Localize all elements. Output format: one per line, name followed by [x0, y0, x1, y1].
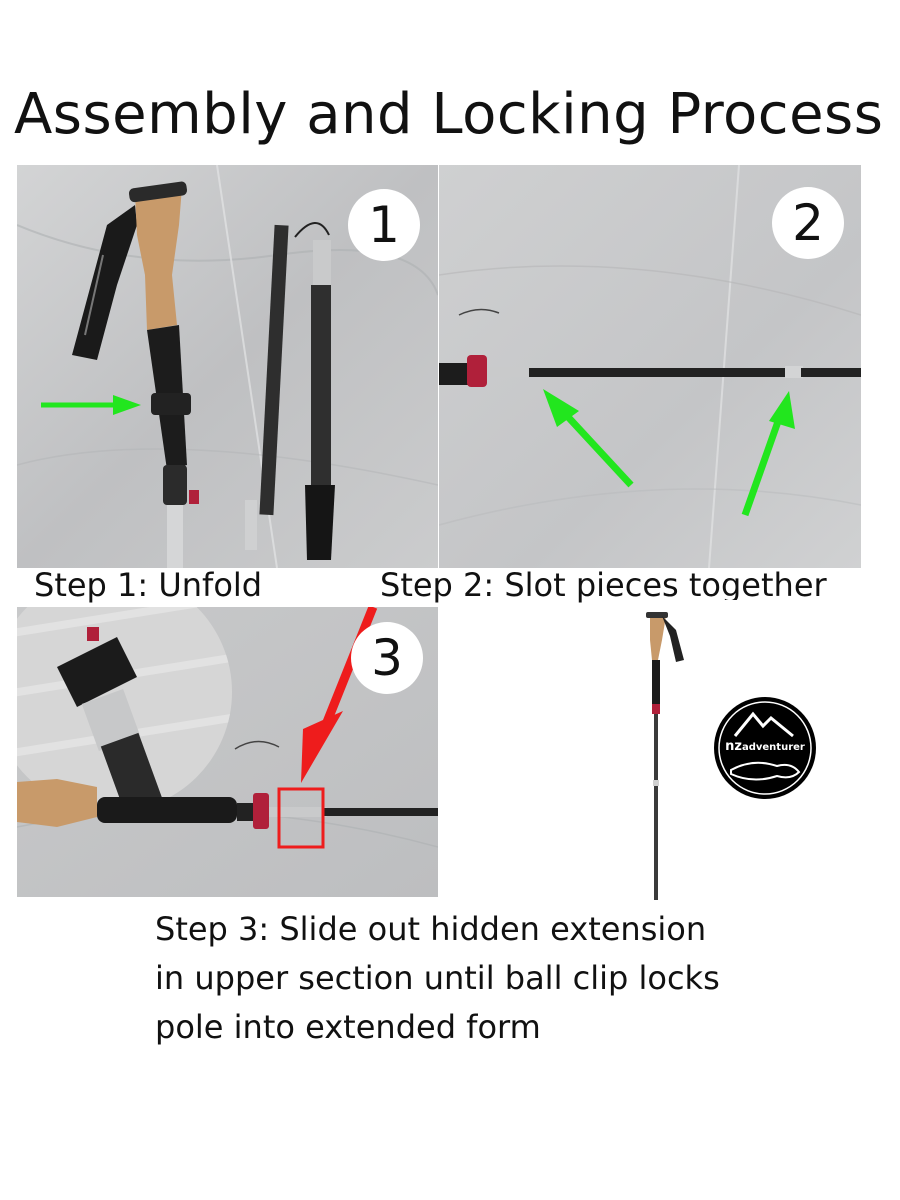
page-title: Assembly and Locking Process: [14, 82, 884, 147]
step-1-photo: 1: [17, 165, 438, 568]
assembled-pole-photo: nzadventurer: [600, 600, 840, 900]
logo-rest: adventurer: [742, 742, 805, 753]
nzadventurer-logo: nzadventurer: [714, 697, 816, 799]
step-3-caption-line: Step 3: Slide out hidden extension: [155, 910, 707, 948]
step-2-photo: 2: [439, 165, 861, 568]
step-3-caption-line: in upper section until ball clip locks: [155, 959, 720, 997]
step-3-photo: 3: [17, 607, 438, 897]
step-1-badge: 1: [348, 189, 420, 261]
logo-nz: nz: [725, 739, 742, 754]
step-2-badge: 2: [772, 187, 844, 259]
step-2-caption: Step 2: Slot pieces together: [380, 566, 827, 604]
step-3-badge: 3: [351, 622, 423, 694]
step-1-caption: Step 1: Unfold: [34, 566, 263, 604]
step-3-caption-line: pole into extended form: [155, 1008, 541, 1046]
step-3-caption: Step 3: Slide out hidden extension in up…: [155, 905, 855, 1052]
logo-text: nzadventurer: [725, 739, 805, 754]
